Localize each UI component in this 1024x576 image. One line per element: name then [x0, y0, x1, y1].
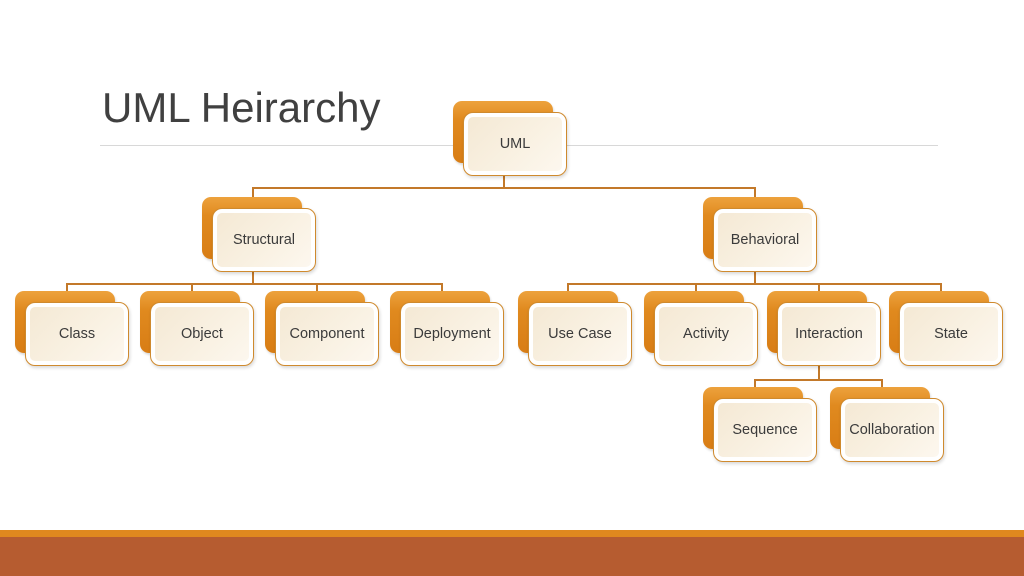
connector-sequence-drop	[754, 379, 756, 389]
slide-title: UML Heirarchy	[102, 84, 381, 131]
connector-state-drop	[940, 283, 942, 293]
node-uml: UML	[453, 101, 567, 176]
node-object-box: Object	[150, 302, 254, 366]
node-class: Class	[15, 291, 129, 366]
footer-accent-strip	[0, 530, 1024, 537]
node-deployment: Deployment	[390, 291, 504, 366]
node-component-label: Component	[289, 326, 365, 342]
node-collaboration-box: Collaboration	[840, 398, 944, 462]
connector-object-drop	[191, 283, 193, 293]
node-component: Component	[265, 291, 379, 366]
node-behavioral-label: Behavioral	[730, 232, 800, 248]
connector-usecase-drop	[567, 283, 569, 293]
node-collaboration: Collaboration	[830, 387, 944, 462]
connector-structural-rail	[66, 283, 443, 285]
connector-uml-stem	[503, 176, 505, 189]
node-interaction-box: Interaction	[777, 302, 881, 366]
node-use-case-box: Use Case	[528, 302, 632, 366]
node-activity-label: Activity	[683, 326, 729, 342]
node-collaboration-label: Collaboration	[849, 422, 935, 438]
connector-class-drop	[66, 283, 68, 293]
connector-interaction-stem	[818, 366, 820, 380]
node-structural-box: Structural	[212, 208, 316, 272]
connector-deployment-drop	[441, 283, 443, 293]
node-activity: Activity	[644, 291, 758, 366]
connector-behavioral-stem	[754, 272, 756, 285]
connector-level1-rail	[252, 187, 756, 189]
node-sequence-label: Sequence	[732, 422, 798, 438]
node-behavioral-box: Behavioral	[713, 208, 817, 272]
node-state-box: State	[899, 302, 1003, 366]
node-interaction-label: Interaction	[795, 326, 863, 342]
connector-interaction-drop	[818, 283, 820, 293]
node-state-label: State	[934, 326, 968, 342]
node-activity-box: Activity	[654, 302, 758, 366]
node-component-box: Component	[275, 302, 379, 366]
node-structural: Structural	[202, 197, 316, 272]
node-deployment-box: Deployment	[400, 302, 504, 366]
node-interaction: Interaction	[767, 291, 881, 366]
connector-activity-drop	[695, 283, 697, 293]
node-uml-label: UML	[499, 136, 531, 152]
connector-component-drop	[316, 283, 318, 293]
node-object: Object	[140, 291, 254, 366]
node-structural-label: Structural	[232, 232, 296, 248]
node-class-box: Class	[25, 302, 129, 366]
node-deployment-label: Deployment	[413, 326, 491, 342]
connector-behavioral-drop	[754, 187, 756, 199]
node-use-case-label: Use Case	[548, 326, 612, 342]
node-use-case: Use Case	[518, 291, 632, 366]
node-behavioral: Behavioral	[703, 197, 817, 272]
connector-structural-drop	[252, 187, 254, 199]
connector-structural-stem	[252, 272, 254, 285]
node-class-label: Class	[58, 326, 96, 342]
connector-collaboration-drop	[881, 379, 883, 389]
node-sequence: Sequence	[703, 387, 817, 462]
connector-interaction-rail	[754, 379, 883, 381]
node-state: State	[889, 291, 1003, 366]
node-uml-box: UML	[463, 112, 567, 176]
node-sequence-box: Sequence	[713, 398, 817, 462]
connector-behavioral-rail	[567, 283, 942, 285]
node-object-label: Object	[181, 326, 223, 342]
footer-bar	[0, 537, 1024, 576]
